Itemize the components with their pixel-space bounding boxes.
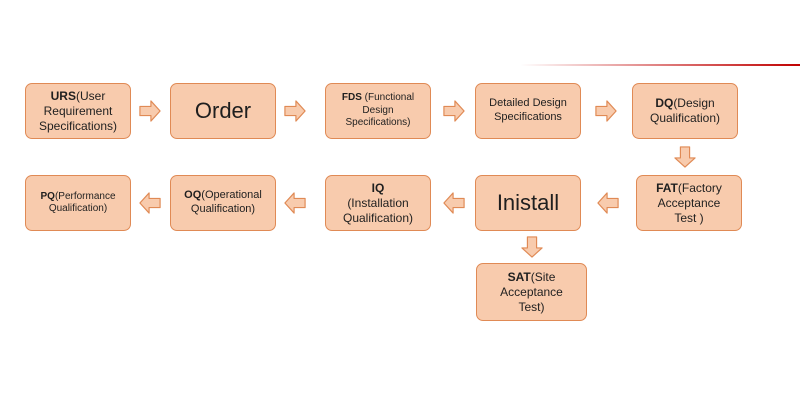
install-label: Inistall: [496, 190, 560, 216]
dq-abbrev: DQ: [655, 96, 674, 110]
fat-text: (Factory Acceptance Test ): [657, 180, 722, 225]
arrow-down-icon: [521, 236, 543, 258]
sat-abbrev: SAT: [507, 269, 531, 284]
detailed-design-box: Detailed Design Specifications: [475, 83, 581, 139]
fat-abbrev: FAT: [656, 180, 678, 195]
arrow-down-icon: [674, 146, 696, 168]
arrow-left-icon: [597, 192, 619, 214]
arrow-left-icon: [443, 192, 465, 214]
fat-box: FAT(Factory Acceptance Test ): [636, 175, 742, 231]
install-box: Inistall: [475, 175, 581, 231]
arrow-right-icon: [443, 100, 465, 122]
order-box: Order: [170, 83, 276, 139]
sat-box: SAT(Site Acceptance Test): [476, 263, 587, 321]
arrow-right-icon: [284, 100, 306, 122]
iq-text: (Installation Qualification): [342, 195, 414, 225]
oq-box: OQ(Operational Qualification): [170, 175, 276, 231]
fds-text: (Functional Design Specifications): [345, 92, 415, 129]
order-label: Order: [194, 98, 252, 124]
arrow-left-icon: [139, 192, 161, 214]
dq-text: (Design Qualification): [649, 96, 721, 125]
pq-abbrev: PQ: [40, 190, 55, 202]
decorative-accent-line: [520, 64, 800, 66]
fds-box: FDS (Functional Design Specifications): [325, 83, 431, 139]
urs-box: URS(User Requirement Specifications): [25, 83, 131, 139]
iq-box: IQ (Installation Qualification): [325, 175, 431, 231]
urs-text: (User Requirement Specifications): [38, 88, 118, 133]
pq-text: (Performance Qualification): [48, 190, 116, 215]
dq-box: DQ(Design Qualification): [632, 83, 738, 139]
oq-text: (Operational Qualification): [190, 189, 262, 215]
detailed-design-label: Detailed Design Specifications: [489, 97, 567, 123]
arrow-right-icon: [595, 100, 617, 122]
pq-box: PQ(Performance Qualification): [25, 175, 131, 231]
arrow-right-icon: [139, 100, 161, 122]
oq-abbrev: OQ: [184, 189, 202, 202]
sat-text: (Site Acceptance Test): [500, 269, 563, 314]
fds-abbrev: FDS: [341, 92, 362, 104]
iq-abbrev: IQ: [371, 180, 385, 195]
arrow-left-icon: [284, 192, 306, 214]
urs-abbrev: URS: [50, 88, 76, 103]
